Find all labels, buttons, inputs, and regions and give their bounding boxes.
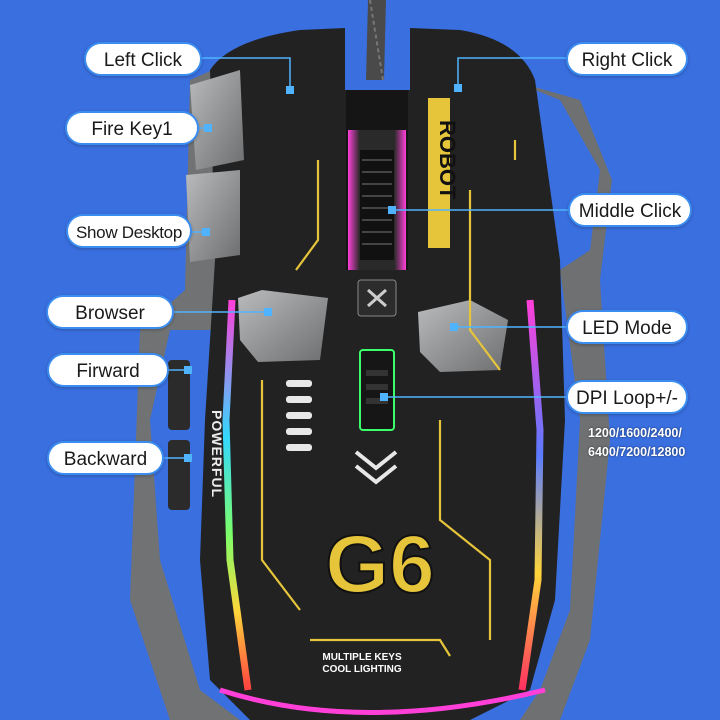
label-show-desktop: Show Desktop	[66, 214, 192, 248]
dpi-values-line-2: 6400/7200/12800	[588, 445, 686, 459]
fire-key-button	[190, 70, 244, 170]
rgb-strip-left	[222, 299, 252, 691]
scroll-wheel	[360, 150, 394, 260]
model-logo: G6	[325, 519, 434, 610]
label-browser: Browser	[46, 295, 174, 329]
label-led-mode: LED Mode	[566, 310, 688, 344]
label-middle-click: Middle Click	[568, 193, 692, 227]
robot-text: ROBOT	[435, 120, 460, 200]
label-forward: Firward	[47, 353, 169, 387]
forward-button	[168, 360, 190, 430]
backward-button	[168, 440, 190, 510]
rgb-strip-right	[518, 299, 544, 691]
chevron-down-icon	[354, 450, 398, 485]
rgb-strip-bottom	[219, 687, 546, 715]
label-dpi-loop: DPI Loop+/-	[566, 380, 688, 414]
dpi-values-text: 1200/1600/2400/ 6400/7200/12800	[588, 424, 708, 462]
right-side-panel	[510, 80, 612, 720]
show-desktop-button	[186, 170, 240, 262]
browser-button	[238, 290, 328, 362]
label-fire-key: Fire Key1	[65, 111, 199, 145]
label-left-click: Left Click	[84, 42, 202, 76]
usb-cable	[366, 0, 386, 80]
label-backward: Backward	[47, 441, 164, 475]
tagline-line-2: COOL LIGHTING	[322, 664, 401, 675]
led-mode-button	[418, 300, 508, 372]
label-right-click: Right Click	[566, 42, 688, 76]
dpi-values-line-1: 1200/1600/2400/	[588, 426, 682, 440]
powerful-text: POWERFUL	[209, 410, 225, 498]
tagline-line-1: MULTIPLE KEYS	[322, 652, 402, 663]
